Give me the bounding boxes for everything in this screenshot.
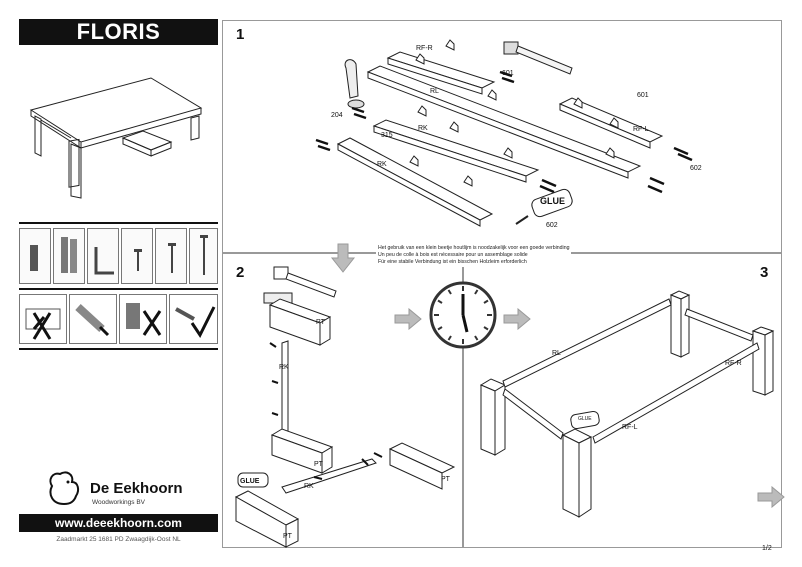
label-rk: RK [418, 125, 428, 132]
label-pt: PT [316, 319, 325, 326]
dos-and-donts-row [19, 294, 218, 344]
label-code-601: 601 [502, 70, 514, 77]
label-rf-l: RF-L [622, 424, 638, 431]
label-code-602: 602 [546, 222, 558, 229]
website-link[interactable]: www.deeekhoorn.com [19, 514, 218, 532]
label-rk: RK [377, 161, 387, 168]
label-pt: PT [441, 476, 450, 483]
dont-power-drill [119, 294, 167, 344]
step3-number: 3 [760, 264, 769, 281]
label-rf-l: RF-L [633, 126, 649, 133]
glue-notice: Het gebruik van een klein beetje houtlij… [376, 244, 572, 267]
step3-diagram [479, 290, 775, 518]
label-pt: PT [283, 533, 292, 540]
part-screw-short [121, 228, 153, 284]
part-screw-medium [155, 228, 187, 284]
label-code-315: 315 [381, 132, 393, 139]
divider [19, 288, 218, 290]
notice-line-fr: Un peu de colle à bois est nécessaire po… [378, 252, 528, 258]
brand-subtitle: Woodworkings BV [92, 499, 145, 506]
step1-diagram [315, 39, 693, 227]
divider [19, 348, 218, 350]
company-address: Zaadmarkt 25 1681 PD Zwaagdijk-Oost NL [56, 536, 181, 543]
step3-panel [463, 253, 782, 548]
label-rf-r: RF-R [725, 360, 742, 367]
notice-line-de: Für eine stabile Verbindung ist ein biss… [378, 259, 527, 265]
product-title: FLORIS [19, 19, 218, 45]
parts-row [19, 228, 218, 284]
label-glue: GLUE [240, 478, 260, 485]
label-code-204: 204 [331, 112, 343, 119]
label-glue: GLUE [578, 416, 592, 422]
part-dowel-small [19, 228, 51, 284]
right-arrow-icon [503, 308, 531, 330]
part-corner-bracket [87, 228, 119, 284]
label-glue: GLUE [540, 196, 566, 206]
label-rk-vertical: RK [279, 364, 289, 371]
label-rl: RL [430, 88, 439, 95]
label-rl: RL [552, 350, 561, 357]
brand-name: De Eekhoorn [90, 480, 183, 497]
table-illustration [29, 77, 203, 199]
notice-line-nl: Het gebruik van een klein beetje houtlij… [378, 245, 570, 251]
label-rk-horizontal: RK [304, 483, 314, 490]
step1-number: 1 [236, 26, 245, 43]
part-screw-long [189, 228, 218, 284]
down-arrow-icon [330, 243, 356, 273]
page-number: 1/2 [762, 545, 772, 552]
dont-over-tighten [19, 294, 67, 344]
step2-number: 2 [236, 264, 245, 281]
label-code-602: 602 [690, 165, 702, 172]
step2-diagram [234, 266, 456, 548]
label-pt: PT [314, 461, 323, 468]
do-screwdriver [169, 294, 218, 344]
label-rf-r: RF-R [416, 45, 433, 52]
part-dowel-large [53, 228, 85, 284]
next-page-arrow-icon[interactable] [756, 486, 786, 508]
squirrel-logo-icon [49, 471, 80, 506]
label-code-601: 601 [637, 92, 649, 99]
divider [19, 222, 218, 224]
clock-icon [429, 281, 497, 349]
right-arrow-icon [394, 308, 422, 330]
glue-tip [69, 294, 117, 344]
